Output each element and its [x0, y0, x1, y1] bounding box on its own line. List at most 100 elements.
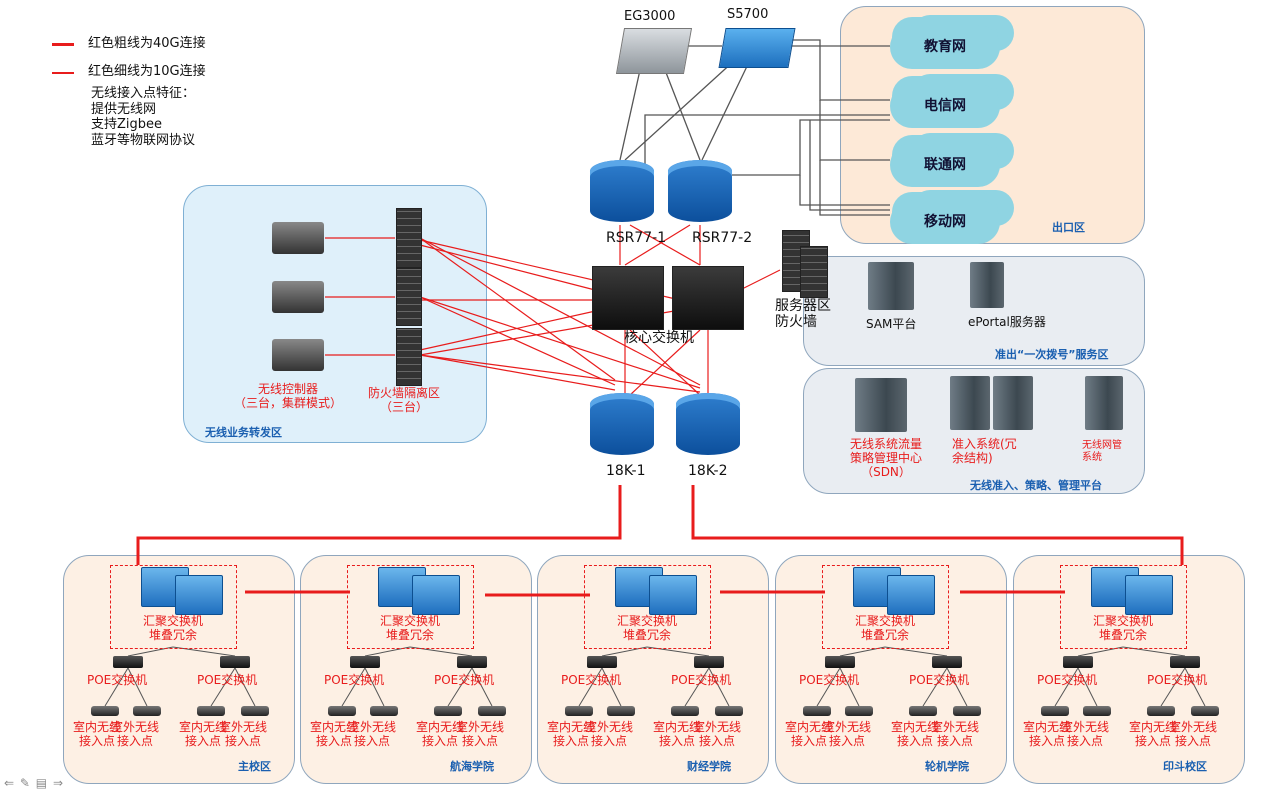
wireless-forwarding-zone: [183, 185, 487, 443]
poe-switch-icon[interactable]: [113, 656, 143, 668]
campus-link: [1160, 667, 1186, 707]
core-switch-2-icon[interactable]: [672, 266, 744, 330]
outdoor-ap-icon[interactable]: [953, 706, 981, 716]
outdoor-ap-icon[interactable]: [370, 706, 398, 716]
agg-switch-stack-icon[interactable]: [412, 575, 460, 615]
sdn-server-icon[interactable]: [855, 378, 907, 432]
outdoor-ap-icon[interactable]: [478, 706, 506, 716]
eg3000-label: EG3000: [624, 9, 676, 24]
wireless-controller-2-icon[interactable]: [272, 281, 324, 313]
poe-switch-icon[interactable]: [1063, 656, 1093, 668]
eportal-server-icon[interactable]: [970, 262, 1004, 308]
indoor-ap-label: 室内无线接入点: [1023, 720, 1071, 749]
campus-link: [578, 667, 603, 707]
isolation-firewall-3-icon[interactable]: [396, 328, 422, 386]
agg-switch-icon[interactable]: [853, 567, 901, 607]
indoor-ap-icon[interactable]: [803, 706, 831, 716]
sam-platform-server-icon[interactable]: [868, 262, 914, 310]
outdoor-ap-icon[interactable]: [1083, 706, 1111, 716]
core-18k-2-router-icon[interactable]: [676, 393, 740, 455]
legend-thin-text: 红色细线为10G连接: [88, 64, 206, 79]
agg-label-line: 堆叠冗余: [386, 627, 435, 642]
core-18k-1-router-icon[interactable]: [590, 393, 654, 455]
s5700-switch-icon[interactable]: [718, 28, 796, 68]
link-rsr1-telecom: [644, 114, 890, 165]
outdoor-ap-icon[interactable]: [715, 706, 743, 716]
indoor-ap-label: 室内无线接入点: [891, 720, 939, 749]
campus-name-label: 印斗校区: [1163, 760, 1207, 773]
ap-label-line: 接入点: [591, 733, 628, 748]
ap-label-line: 接入点: [699, 733, 736, 748]
outdoor-ap-icon[interactable]: [607, 706, 635, 716]
agg-switch-label: 汇聚交换机堆叠冗余: [617, 614, 677, 643]
cloud-telecom-net[interactable]: 电信网: [890, 84, 1000, 128]
menu-icon[interactable]: ▤: [35, 776, 49, 790]
indoor-ap-icon[interactable]: [91, 706, 119, 716]
poe-switch-icon[interactable]: [1170, 656, 1200, 668]
core-switch-1-icon[interactable]: [592, 266, 664, 330]
outdoor-ap-icon[interactable]: [241, 706, 269, 716]
poe-switch-icon[interactable]: [825, 656, 855, 668]
agg-switch-stack-icon[interactable]: [649, 575, 697, 615]
agg-switch-stack-icon[interactable]: [887, 575, 935, 615]
nac-label-line1: 准入系统(冗: [952, 437, 1017, 451]
nac-server-2-icon[interactable]: [993, 376, 1033, 430]
poe-switch-icon[interactable]: [932, 656, 962, 668]
rsr77-1-router-icon[interactable]: [590, 160, 654, 222]
ap-label-line: 室内无线: [1129, 720, 1178, 734]
wlc-label-line1: 无线控制器: [258, 382, 319, 396]
nac-server-1-icon[interactable]: [950, 376, 990, 430]
indoor-ap-icon[interactable]: [909, 706, 937, 716]
poe-switch-icon[interactable]: [220, 656, 250, 668]
ap-label-line: 室内无线: [416, 720, 465, 734]
server-firewall-2-icon[interactable]: [800, 246, 828, 298]
indoor-ap-icon[interactable]: [565, 706, 593, 716]
cloud-unicom-net[interactable]: 联通网: [890, 143, 1000, 187]
wireless-controller-1-icon[interactable]: [272, 222, 324, 254]
outdoor-ap-icon[interactable]: [845, 706, 873, 716]
link-core-serverfw: [739, 269, 781, 291]
poe-switch-icon[interactable]: [694, 656, 724, 668]
agg-switch-stack-icon[interactable]: [1125, 575, 1173, 615]
outdoor-ap-icon[interactable]: [1191, 706, 1219, 716]
prev-slide-icon[interactable]: ⇐: [4, 776, 16, 790]
isolation-firewall-2-icon[interactable]: [396, 268, 422, 326]
wireless-nms-server-icon[interactable]: [1085, 376, 1123, 430]
indoor-ap-icon[interactable]: [671, 706, 699, 716]
indoor-ap-icon[interactable]: [1041, 706, 1069, 716]
agg-switch-stack-icon[interactable]: [175, 575, 223, 615]
indoor-ap-icon[interactable]: [197, 706, 225, 716]
outdoor-ap-label: 室外无线接入点: [1061, 720, 1109, 749]
poe-switch-label: POE交换机: [671, 673, 732, 687]
cloud-education-net[interactable]: 教育网: [890, 25, 1000, 69]
indoor-ap-label: 室内无线接入点: [1129, 720, 1178, 749]
next-slide-icon[interactable]: ⇒: [52, 776, 65, 790]
link-fw1-core: [419, 244, 596, 291]
outdoor-ap-label: 室外无线接入点: [1169, 720, 1217, 749]
rsr77-2-label: RSR77-2: [692, 230, 753, 246]
indoor-ap-icon[interactable]: [328, 706, 356, 716]
outdoor-ap-icon[interactable]: [133, 706, 161, 716]
poe-switch-icon[interactable]: [350, 656, 380, 668]
eg3000-gateway-icon[interactable]: [615, 28, 693, 74]
cloud-label: 移动网: [924, 214, 966, 230]
link-18k2-yindou: [691, 485, 1184, 565]
outdoor-ap-label: 室外无线接入点: [456, 720, 505, 749]
poe-switch-icon[interactable]: [587, 656, 617, 668]
outdoor-ap-label: 室外无线接入点: [348, 720, 396, 749]
link-rsr2-isp: [730, 119, 890, 176]
cloud-mobile-net[interactable]: 移动网: [890, 200, 1000, 244]
campus-link: [104, 667, 129, 707]
edit-icon[interactable]: ✎: [19, 776, 31, 790]
wireless-controller-3-icon[interactable]: [272, 339, 324, 371]
rsr77-2-router-icon[interactable]: [668, 160, 732, 222]
indoor-ap-icon[interactable]: [434, 706, 462, 716]
campus-link: [601, 667, 622, 707]
cloud-label: 教育网: [924, 39, 966, 55]
indoor-ap-icon[interactable]: [1147, 706, 1175, 716]
wireless-nms-label: 无线网管 系统: [1082, 440, 1122, 463]
poe-switch-icon[interactable]: [457, 656, 487, 668]
link-s5700-rsr1: [624, 59, 736, 161]
isolation-firewall-1-icon[interactable]: [396, 208, 422, 268]
ap-label-line: 室外无线: [456, 720, 505, 734]
